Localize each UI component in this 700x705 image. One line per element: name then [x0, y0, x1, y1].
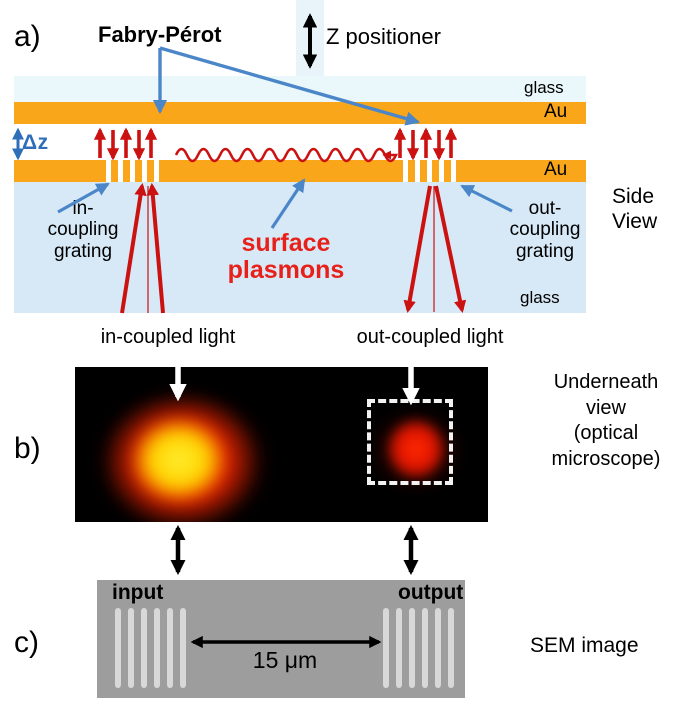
out-coupling-line-3: grating [515, 240, 575, 262]
underneath-view-caption: Underneath view (optical microscope) [512, 370, 700, 472]
sem-input-bar [154, 608, 160, 688]
in-coupling-line-2: coupling [47, 219, 119, 241]
surface-plasmons-line-1: surface [241, 229, 331, 257]
out-coupling-pointer-arrow [460, 184, 513, 213]
delta-z-label: Δz [22, 131, 49, 154]
panel-b-link-arrows [170, 524, 419, 576]
out-grating-slit [415, 160, 420, 182]
panel-a-side-view: a) Fabry-Pérot Z positioner glass Au Δz … [0, 0, 700, 322]
sem-output-bar [396, 608, 402, 688]
sem-scale-bar-label: 15 μm [252, 647, 318, 673]
fp-resonance-arrows-left [93, 127, 158, 161]
in-grating-slit [142, 160, 147, 182]
sem-output-bar [435, 608, 441, 688]
bottom-gold-label: Au [544, 159, 568, 180]
out-grating-slit [427, 160, 432, 182]
sem-scale-arrow [190, 635, 382, 649]
panel-b-letter: b) [14, 432, 41, 465]
sem-input-bar [167, 608, 173, 688]
out-coupled-light-label: out-coupled light [356, 326, 504, 348]
underneath-caption-line-2: view [585, 396, 626, 419]
optical-microscope-image [75, 367, 488, 522]
in-coupling-line-1: in- [72, 198, 94, 219]
sem-output-bar [422, 608, 428, 688]
out-grating-slit [451, 160, 456, 182]
surface-plasmons-label: surface plasmons [196, 230, 376, 284]
in-grating-slit [130, 160, 135, 182]
sem-input-label: input [112, 581, 164, 604]
top-glass-label: glass [524, 78, 564, 97]
bottom-glass-layer [14, 182, 586, 313]
panel-c-letter: c) [14, 626, 39, 659]
sem-input-bar [141, 608, 147, 688]
side-view-line-2: View [612, 209, 658, 233]
panel-a-vector-overlay [11, 13, 513, 314]
in-coupled-light-label: in-coupled light [100, 326, 236, 348]
out-coupled-spot-core [387, 419, 445, 479]
out-grating-slit [403, 160, 408, 182]
side-view-caption: Side View [612, 185, 698, 235]
sem-output-bar [409, 608, 415, 688]
top-gold-label: Au [544, 101, 568, 122]
panel-c-sem-image: c) input [0, 550, 700, 705]
in-grating-slit [154, 160, 159, 182]
sem-input-bar [180, 608, 186, 688]
surface-plasmon-wave [174, 147, 399, 163]
fabry-perot-callout-arrows [152, 46, 421, 126]
fp-resonance-arrows-right [393, 127, 458, 161]
sem-output-bar [448, 608, 454, 688]
out-coupling-line-1: out- [528, 198, 562, 219]
sem-image-caption: SEM image [530, 634, 639, 657]
surface-plasmons-line-2: plasmons [227, 256, 345, 284]
underneath-caption-line-4: microscope) [551, 447, 661, 470]
out-coupling-grating-label: out- coupling grating [490, 198, 600, 262]
in-grating-slit [106, 160, 111, 182]
bottom-gold-layer [14, 160, 586, 182]
panel-b-underneath-view: b) in-coupled light out-coupled light [0, 322, 700, 576]
in-coupling-grating-label: in- coupling grating [28, 198, 138, 262]
sem-input-bar [115, 608, 121, 688]
side-view-line-1: Side [612, 185, 655, 208]
z-positioner-label: Z positioner [326, 24, 441, 49]
sem-output-bar [383, 608, 389, 688]
underneath-caption-line-1: Underneath [553, 371, 659, 393]
bottom-glass-label: glass [520, 288, 560, 307]
incoming-light-beams [120, 182, 165, 314]
in-coupling-pointer-arrow [57, 182, 110, 214]
sem-micrograph [97, 580, 465, 698]
in-coupled-spot-core [133, 419, 225, 501]
sem-input-bar [128, 608, 134, 688]
sem-output-label: output [398, 581, 464, 604]
in-coupling-line-3: grating [53, 240, 113, 262]
outgoing-light-beams [403, 185, 467, 314]
in-grating-slit [118, 160, 123, 182]
panel-a-letter: a) [14, 20, 41, 53]
surface-plasmons-pointer-arrow [270, 178, 306, 229]
out-coupling-line-2: coupling [509, 219, 581, 241]
out-grating-slit [439, 160, 444, 182]
panel-b-white-arrows [169, 367, 420, 406]
underneath-caption-line-3: (optical [573, 422, 639, 445]
fabry-perot-label: Fabry-Pérot [98, 22, 222, 47]
